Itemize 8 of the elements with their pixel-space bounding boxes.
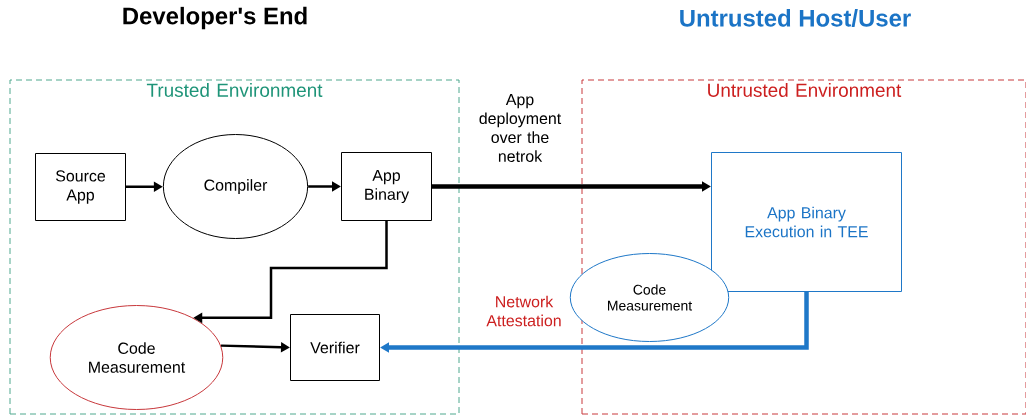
process-box: App Binary bbox=[341, 152, 432, 221]
process-box: Verifier bbox=[290, 314, 380, 381]
heading: Developer's End bbox=[123, 6, 307, 30]
edge-label: Network Attestation bbox=[486, 295, 561, 327]
heading: Untrusted Host/User bbox=[680, 9, 911, 27]
edge-label: App deployment over the netrok bbox=[479, 94, 562, 162]
process-box: App Binary Execution in TEE bbox=[711, 152, 902, 292]
process-box: Source App bbox=[35, 153, 126, 221]
